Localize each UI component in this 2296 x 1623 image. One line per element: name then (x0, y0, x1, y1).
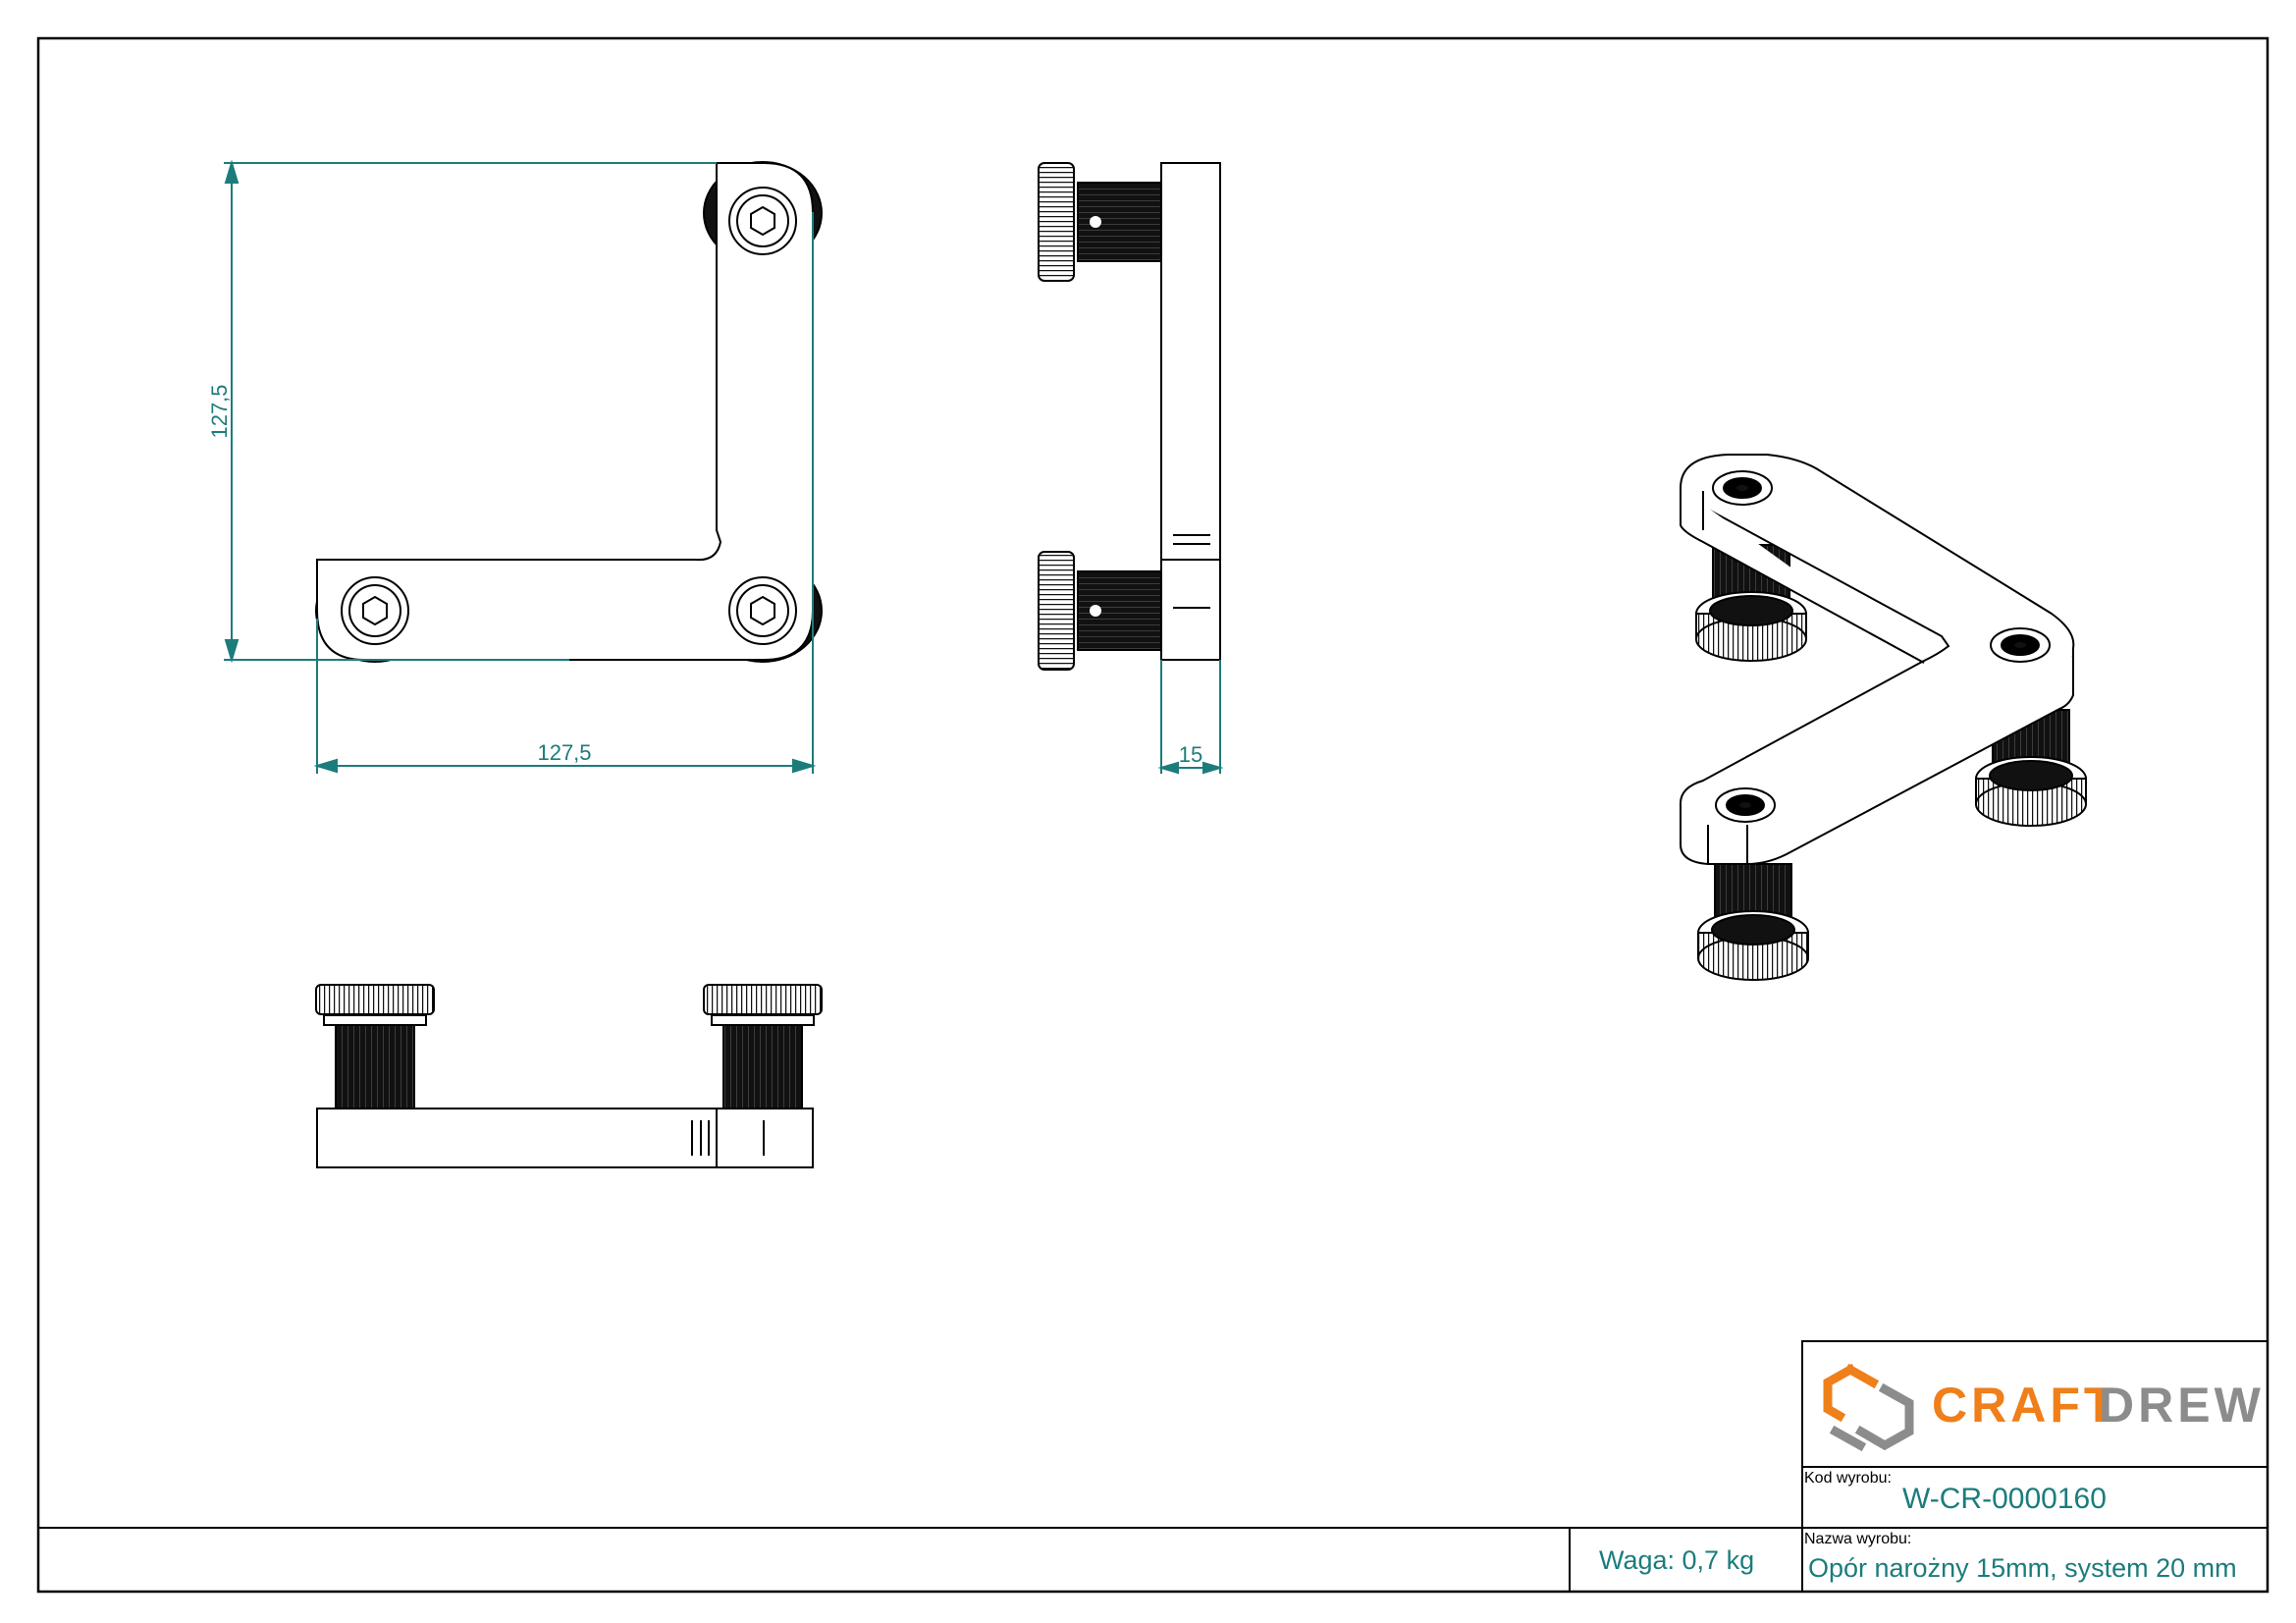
logo-hex-gray-icon (1829, 1382, 1914, 1452)
front-foot-thread (722, 1024, 803, 1109)
product-name-label: Nazwa wyrobu: (1804, 1531, 1911, 1547)
iso-screw-head (1990, 627, 2051, 663)
front-foot-washer (323, 1014, 427, 1026)
front-view (315, 984, 823, 1168)
front-foot-washer (711, 1014, 815, 1026)
iso-screw-head (1715, 787, 1776, 823)
brand-logo: CRAFT DREW (1823, 1363, 2265, 1452)
dimension-width (313, 212, 817, 774)
front-foot-knob (703, 984, 823, 1015)
product-weight: Waga: 0,7 kg (1599, 1545, 1754, 1575)
front-foot-knob (315, 984, 435, 1015)
side-bar (1160, 162, 1221, 661)
title-block (38, 1340, 2269, 1593)
dimension-width-label: 127,5 (537, 740, 591, 765)
dimension-height-label: 127,5 (207, 384, 232, 438)
product-code-label: Kod wyrobu: (1804, 1470, 1892, 1487)
dimension-thickness-label: 15 (1179, 742, 1202, 767)
iso-foot (1975, 709, 2087, 827)
side-view (1038, 162, 1221, 671)
top-view (315, 161, 823, 663)
screw-head (728, 576, 797, 645)
dimension-height (224, 159, 717, 664)
brand-name-part2: DREW (2099, 1378, 2265, 1433)
front-foot-thread (335, 1024, 415, 1109)
side-foot-knob (1038, 162, 1075, 282)
logo-hex-orange-icon (1823, 1363, 1880, 1423)
isometric-view (1679, 454, 2087, 981)
iso-bracket-side (1680, 488, 1925, 664)
front-bar (316, 1108, 814, 1168)
iso-foot (1697, 863, 1809, 981)
screw-head (341, 576, 409, 645)
iso-screw-head (1712, 470, 1773, 506)
sheet-border (36, 36, 2269, 1594)
iso-bracket-side (1680, 656, 2074, 865)
side-foot-knob (1038, 551, 1075, 671)
product-name: Opór narożny 15mm, system 20 mm (1808, 1553, 2237, 1583)
screw-head (728, 187, 797, 255)
product-code: W-CR-0000160 (1902, 1483, 2107, 1515)
dimension-thickness (1157, 660, 1224, 775)
brand-name-part1: CRAFT (1932, 1378, 2117, 1433)
